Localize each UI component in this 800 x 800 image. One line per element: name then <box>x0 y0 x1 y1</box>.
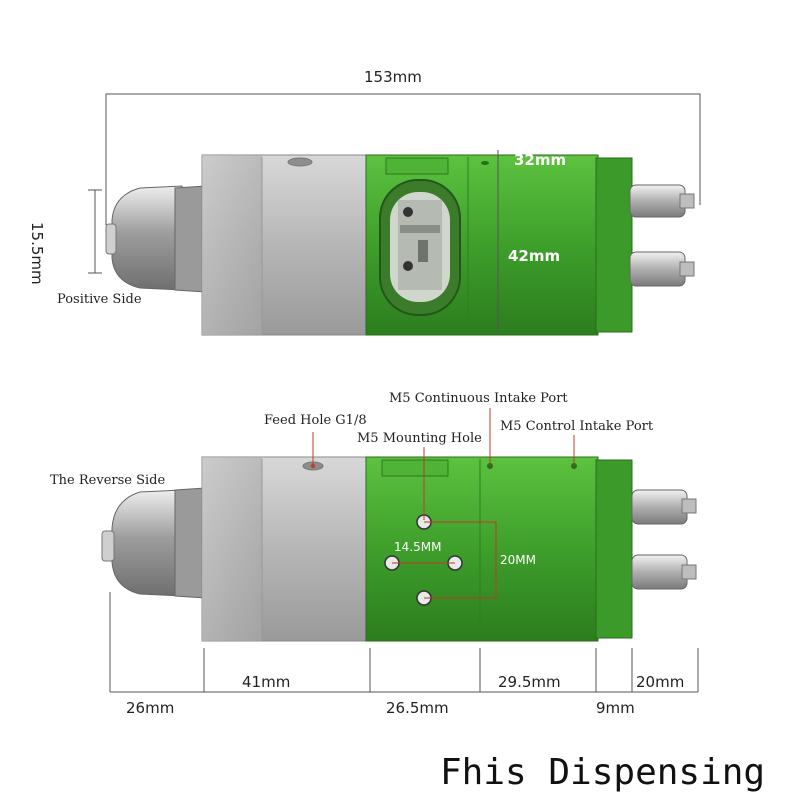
block-height-label: 42mm <box>508 247 561 265</box>
block-width-label: 32mm <box>514 151 567 169</box>
leader-lines <box>312 408 575 599</box>
top-fitting-2 <box>629 251 695 287</box>
bottom-fitting-1 <box>631 489 697 525</box>
bottom-dimensions <box>109 592 699 693</box>
positive-side-label: Positive Side <box>57 292 142 307</box>
top-fitting-1 <box>629 184 695 218</box>
top-dimensions <box>88 93 701 332</box>
bottom-fitting-2 <box>631 554 697 590</box>
overall-length-label: 153mm <box>364 68 422 86</box>
dim-9mm: 9mm <box>596 699 635 717</box>
dim-20mm: 20mm <box>636 673 685 691</box>
hole-spacing-h-label: 14.5MM <box>394 540 442 554</box>
bottom-valve <box>101 456 697 642</box>
dim-26mm: 26mm <box>126 699 175 717</box>
control-port-label: M5 Control Intake Port <box>500 419 654 434</box>
dim-26-5mm: 26.5mm <box>386 699 449 717</box>
hole-spacing-v-label: 20MM <box>500 553 536 567</box>
top-nozzle <box>111 185 183 291</box>
nozzle-diameter-label: 15.5mm <box>28 222 46 285</box>
top-valve <box>105 154 695 336</box>
reverse-side-label: The Reverse Side <box>50 473 166 488</box>
feed-hole-label: Feed Hole G1/8 <box>264 413 367 428</box>
bottom-nozzle <box>111 489 183 597</box>
brand-label: Fhis Dispensing <box>440 752 766 793</box>
continuous-port-label: M5 Continuous Intake Port <box>389 391 568 406</box>
bottom-green-body <box>365 456 599 642</box>
mounting-holes <box>384 514 463 606</box>
dim-41mm: 41mm <box>242 673 291 691</box>
mounting-hole-label: M5 Mounting Hole <box>357 431 482 446</box>
dim-29-5mm: 29.5mm <box>498 673 561 691</box>
